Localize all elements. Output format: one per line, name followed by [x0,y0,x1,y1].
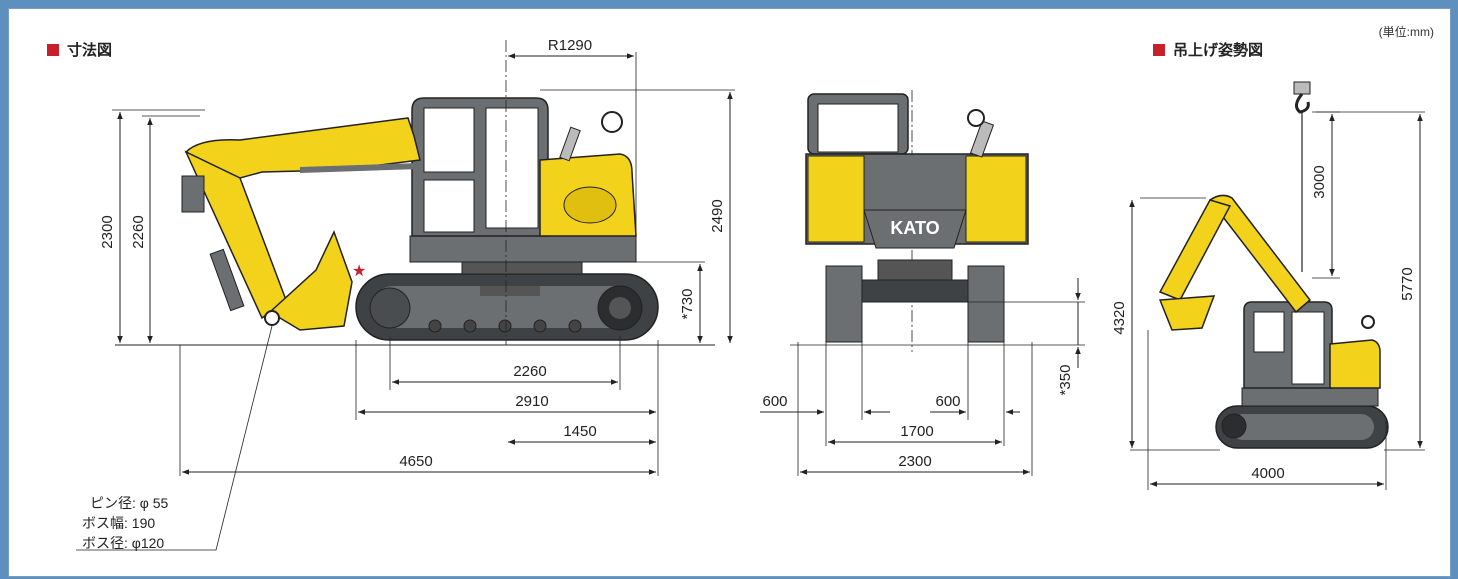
lift-view: 4320 3000 5770 4000 [1111,81,1425,490]
dimensions-section-title: 寸法図 [47,39,112,60]
dim-tail-length: 1450 [563,423,596,440]
dim-height-boom: 2300 [99,215,116,248]
dim-min-ground-clearance: *350 [1057,365,1074,396]
pin-note-boss-diameter: ボス径: φ120 [82,535,164,551]
dim-shoe-width-right: 600 [935,393,960,410]
pin-note-diameter: ピン径: φ 55 [90,495,169,511]
dim-track-gauge: 1700 [900,423,933,440]
side-horizontal-dimensions: 2260 2910 1450 4650 [179,336,659,476]
side-view: ★ 2300 2260 2490 *730 R1290 [76,37,735,551]
side-vertical-dimensions: 2300 2260 2490 *730 [99,89,735,343]
lift-section-title: 吊上げ姿勢図 [1153,39,1263,60]
dim-lift-body-height: 4320 [1111,301,1128,334]
pin-star-icon: ★ [352,263,366,280]
dim-slew-radius: R1290 [548,37,592,54]
dim-overall-length: 4650 [399,453,432,470]
dim-overall-height: 2490 [709,199,726,232]
dim-tumbler-distance: 2260 [513,363,546,380]
side-track [355,273,659,341]
hook-icon [1293,81,1311,272]
dim-shoe-width-left: 600 [762,393,787,410]
dim-height-bucket: 2260 [130,215,147,248]
red-square-icon [1153,43,1165,56]
dim-ground-clearance: *730 [679,289,696,320]
unit-label: (単位:mm) [1378,25,1434,39]
side-slew-radius: R1290 [505,37,637,345]
dim-lift-length: 4000 [1251,465,1284,482]
side-front-attachment [181,117,421,331]
pin-notes: ピン径: φ 55 ボス幅: 190 ボス径: φ120 [76,325,273,551]
front-body: KATO [805,93,1029,343]
dim-track-length: 2910 [515,393,548,410]
brand-logo: KATO [890,218,939,238]
pin-note-boss-width: ボス幅: 190 [82,515,155,531]
dim-lift-overall-height: 5770 [1399,267,1416,300]
side-upper-body [409,97,637,275]
dim-hook-height: 3000 [1311,165,1328,198]
front-view: KATO *350 600 600 1700 2300 [760,90,1085,476]
red-square-icon [47,43,59,56]
dim-overall-width: 2300 [898,453,931,470]
